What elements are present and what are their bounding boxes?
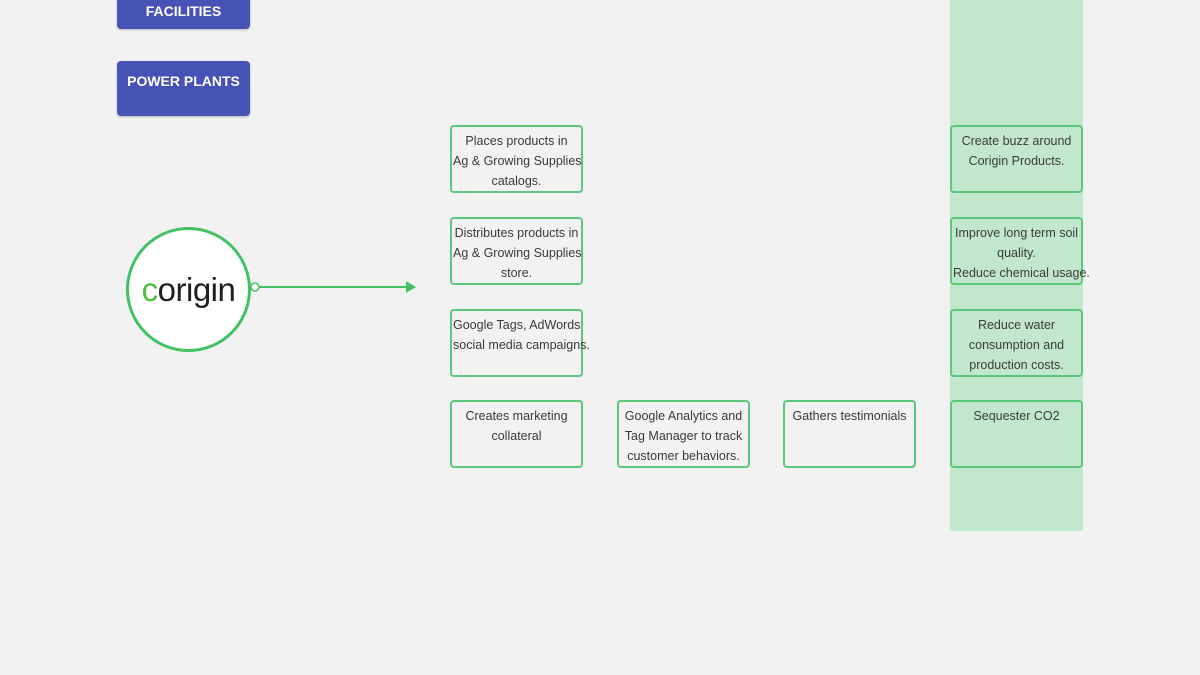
node-places-products[interactable]: Places products in Ag & Growing Supplies… <box>450 125 583 193</box>
node-text-line: Google Analytics and <box>624 409 743 423</box>
node-google-tags[interactable]: Google Tags, AdWords social media campai… <box>450 309 590 377</box>
node-text-line: Improve long term soil <box>955 226 1078 240</box>
power-plants-box[interactable]: POWER PLANTS <box>117 61 250 116</box>
node-text-line: social media campaigns. <box>453 338 590 352</box>
node-text-line: Ag & Growing Supplies <box>453 154 582 168</box>
node-text-line: store. <box>500 266 533 280</box>
corigin-logo[interactable]: corigin <box>126 227 251 352</box>
node-text-line: Ag & Growing Supplies <box>453 246 582 260</box>
node-text-line: Reduce water <box>977 318 1056 332</box>
node-soil-quality[interactable]: Improve long term soil quality. Reduce c… <box>950 217 1090 285</box>
node-text-line: quality. <box>997 246 1036 260</box>
node-create-buzz[interactable]: Create buzz around Corigin Products. <box>950 125 1083 193</box>
highlight-column-band <box>950 0 1083 531</box>
node-text-line: Sequester CO2 <box>973 409 1060 423</box>
node-text-line: Corigin Products. <box>968 154 1065 168</box>
node-text-line: Distributes products in <box>454 226 579 240</box>
node-text-line: Google Tags, AdWords <box>453 318 581 332</box>
node-text-line: Create buzz around <box>961 134 1072 148</box>
node-text-line: Tag Manager to track <box>624 429 743 443</box>
connector-handle <box>250 282 260 292</box>
facilities-label: FACILITIES <box>145 3 222 19</box>
node-google-analytics[interactable]: Google Analytics and Tag Manager to trac… <box>617 400 750 468</box>
node-text-line: production costs. <box>969 358 1064 372</box>
node-text-line: Creates marketing <box>465 409 568 423</box>
power-plants-label: POWER PLANTS <box>127 73 240 89</box>
node-text-line: customer behaviors. <box>627 449 740 463</box>
node-text-line: consumption and <box>968 338 1065 352</box>
node-water[interactable]: Reduce water consumption and production … <box>950 309 1083 377</box>
node-testimonials[interactable]: Gathers testimonials <box>783 400 916 468</box>
node-text-line: Reduce chemical usage. <box>953 266 1090 280</box>
node-co2[interactable]: Sequester CO2 <box>950 400 1083 468</box>
facilities-box[interactable]: FACILITIES <box>117 0 250 29</box>
arrowhead <box>406 281 416 293</box>
logo-wordmark: corigin <box>141 270 236 308</box>
node-text-line: collateral <box>491 429 542 443</box>
node-text-line: Places products in <box>465 134 568 148</box>
node-distributes-products[interactable]: Distributes products in Ag & Growing Sup… <box>450 217 583 285</box>
node-text-line: catalogs. <box>491 174 542 188</box>
node-marketing-collateral[interactable]: Creates marketing collateral <box>450 400 583 468</box>
node-text-line: Gathers testimonials <box>792 409 907 423</box>
